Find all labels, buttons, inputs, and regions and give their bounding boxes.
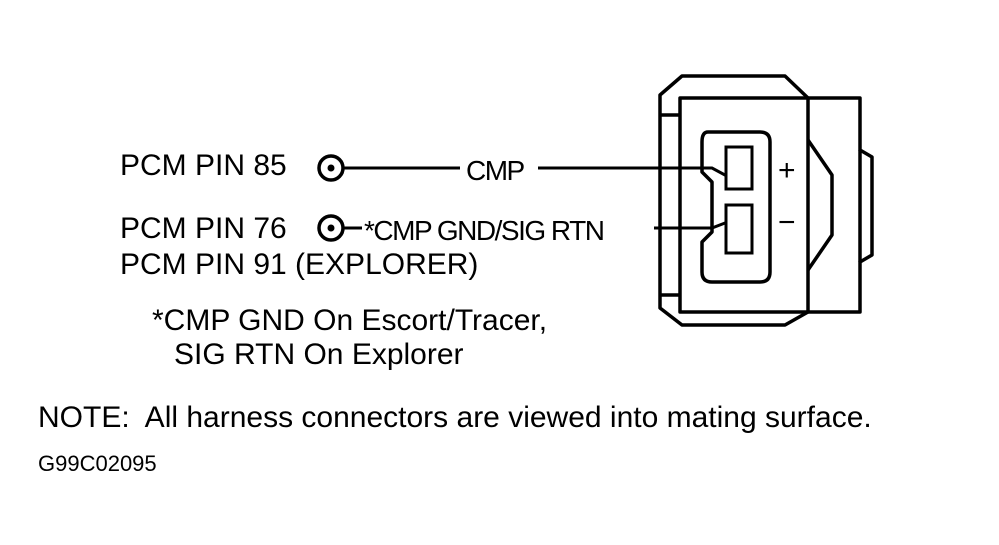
terminal-plus [724, 145, 754, 191]
footnote-line-1: *CMP GND On Escort/Tracer, [152, 304, 547, 337]
footnote-line-2: SIG RTN On Explorer [174, 338, 464, 371]
cmp-wire-label: CMP [466, 155, 525, 186]
cmp-gnd-wire-label: *CMP GND/SIG RTN [364, 215, 603, 246]
terminal-pin-76-icon [317, 214, 345, 242]
terminal-pin-85-icon [317, 154, 345, 182]
note-text: NOTE: All harness connectors are viewed … [38, 401, 872, 434]
pcm-pin-76-label: PCM PIN 76 [120, 212, 287, 245]
polarity-minus-label: − [778, 206, 796, 239]
figure-code: G99C02095 [38, 451, 157, 476]
pcm-pin-91-label: PCM PIN 91 (EXPLORER) [120, 248, 478, 281]
pcm-pin-85-label: PCM PIN 85 [120, 149, 287, 182]
connector-body [658, 74, 874, 327]
polarity-plus-label: + [778, 154, 796, 187]
terminal-minus [724, 203, 754, 255]
